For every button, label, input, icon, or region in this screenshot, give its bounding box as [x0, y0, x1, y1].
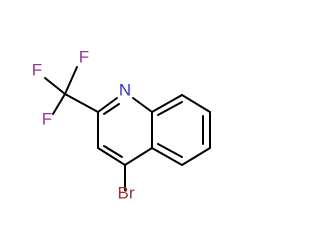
molecule-drawing: N F F F Br: [32, 47, 211, 202]
bond-c4-c3: [97, 147, 126, 166]
bond-c2-n-double: [103, 103, 120, 115]
bonds: [44, 66, 211, 191]
bond-n-c8a: [132, 97, 153, 113]
atom-fluorine-left: F: [32, 60, 42, 79]
atom-labels: N F F F Br: [32, 47, 135, 202]
atom-fluorine-bottom: F: [42, 109, 52, 128]
bond-c2-n: [97, 97, 118, 113]
bond-c4a-c4: [124, 147, 153, 166]
atom-nitrogen: N: [119, 80, 131, 99]
bond-c5-c4a: [151, 147, 183, 166]
bond-cf3-c2: [64, 93, 99, 113]
bond-c-f-top: [64, 66, 78, 95]
atom-bromine: Br: [118, 183, 135, 202]
bond-c-f-bottom: [52, 93, 66, 115]
bond-c5-c4a-double: [157, 143, 183, 158]
bond-c4-c3-double: [103, 145, 123, 158]
atom-fluorine-top: F: [79, 47, 89, 66]
structure-diagram: N F F F Br: [32, 47, 211, 202]
bond-c8a-c8: [151, 94, 183, 113]
bond-c8-c7: [181, 94, 211, 113]
bond-c8a-c8-double: [157, 101, 183, 116]
bond-c-f-left: [44, 77, 66, 95]
bond-c6-c5: [181, 147, 211, 166]
